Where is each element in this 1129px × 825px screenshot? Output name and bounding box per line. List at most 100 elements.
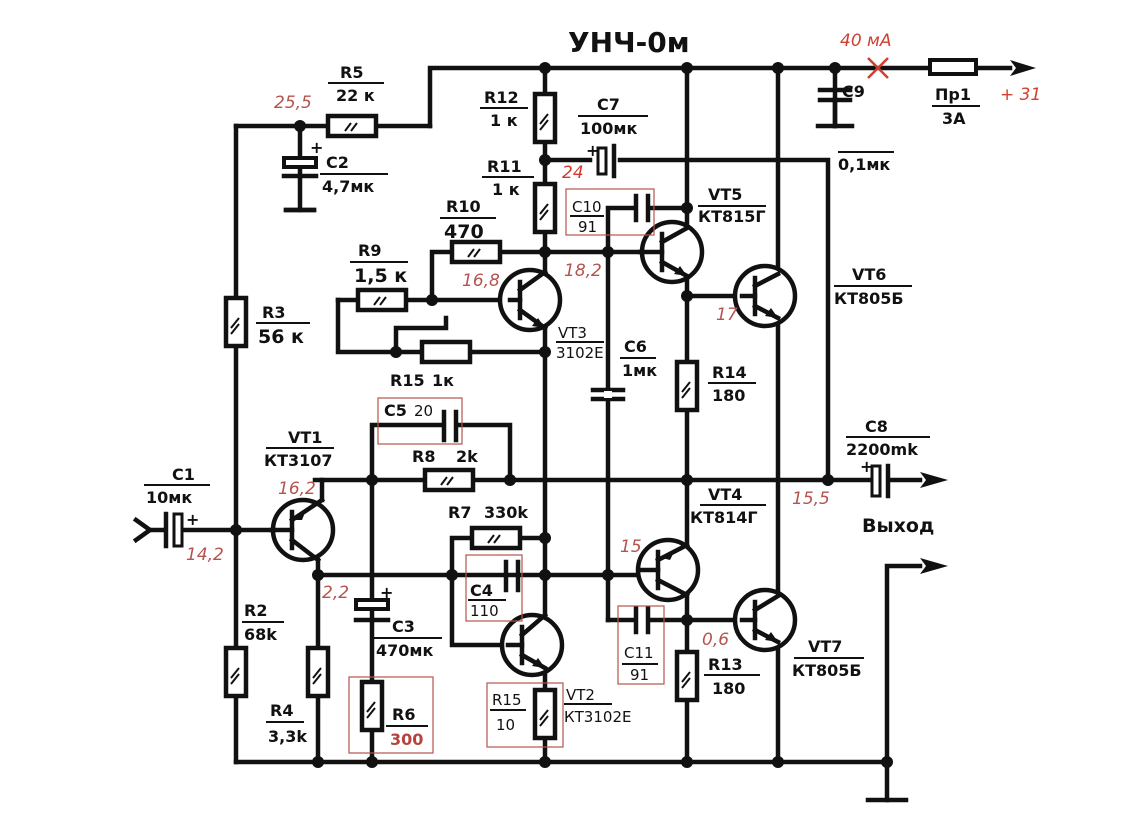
resistor-r3	[223, 295, 249, 349]
capacitor-c8: +	[860, 457, 891, 499]
label-r9-name: R9	[358, 241, 381, 260]
label-r14-name: R14	[712, 363, 747, 382]
label-c11-value: 91	[630, 666, 649, 684]
label-r5-name: R5	[340, 63, 363, 82]
voltage-r5-node: 25,5	[274, 93, 312, 113]
label-c2-value: 4,7мк	[322, 177, 374, 196]
label-vt4-name: VT4	[708, 485, 742, 504]
resistor-r8	[422, 467, 476, 493]
label-r12-name: R12	[484, 88, 519, 107]
ground-output-arrow-icon[interactable]	[920, 558, 948, 574]
label-vt7-value: КТ805Б	[792, 661, 862, 680]
label-r13-name: R13	[708, 655, 743, 674]
resistor-r7	[469, 525, 523, 551]
label-fuse-value: 3А	[942, 109, 966, 128]
label-c9-value: 0,1мк	[838, 155, 890, 174]
label-r8-name: R8	[412, 447, 435, 466]
capacitor-c11	[633, 605, 651, 635]
highlight-r15	[486, 682, 564, 748]
output-arrow-icon[interactable]	[920, 472, 948, 488]
output-label: Выход	[862, 515, 934, 537]
label-r13-value: 180	[712, 679, 745, 698]
label-c7-value: 100мк	[580, 119, 637, 138]
capacitor-c2: +	[281, 138, 323, 213]
label-r9-value: 1,5 к	[354, 265, 407, 287]
supply-current: 40 мА	[840, 31, 892, 51]
capacitor-c4	[503, 559, 521, 593]
wire-ground-out	[884, 563, 923, 803]
label-r15-value: 10	[496, 716, 515, 734]
voltage-vt7-base: 0,6	[702, 630, 729, 650]
label-c4-name: C4	[470, 581, 493, 600]
label-r14-value: 180	[712, 386, 745, 405]
highlight-c5	[377, 397, 463, 445]
label-r5-value: 22 к	[336, 86, 375, 105]
label-c5-value: 20	[414, 402, 433, 420]
svg-text:+: +	[310, 138, 323, 157]
label-r3-name: R3	[262, 303, 285, 322]
transistor-vt2	[499, 611, 565, 678]
label-r7-value: 330k	[484, 503, 528, 522]
label-c6-value: 1мк	[622, 361, 657, 380]
schematic-title: УНЧ-0м	[568, 26, 690, 59]
input-connector-icon[interactable]	[132, 516, 154, 544]
transistor-vt3	[497, 267, 563, 333]
capacitor-c9	[815, 87, 855, 129]
label-r3-value: 56 к	[258, 326, 304, 348]
label-c10-name: C10	[572, 198, 602, 216]
resistor-r14	[674, 359, 700, 413]
label-r6-value: 300	[390, 730, 423, 749]
fuse-pr1	[928, 58, 978, 76]
wire-c7-out	[617, 157, 831, 483]
label-r4-name: R4	[270, 701, 293, 720]
voltage-vt3-base: 16,8	[462, 271, 500, 291]
labels: R5 22 к C2 4,7мк R12 1 к C7 100мк R11 1 …	[144, 63, 980, 749]
label-r6-name: R6	[392, 705, 415, 724]
resistor-r2	[223, 645, 249, 699]
capacitor-c3: +	[353, 583, 393, 623]
svg-text:+: +	[860, 457, 873, 476]
voltage-vt6-base: 17	[716, 305, 738, 325]
label-c9-name: C9	[842, 82, 865, 101]
capacitor-c7: +	[586, 141, 617, 179]
label-c3-value: 470мк	[376, 641, 433, 660]
label-r8-value: 2k	[456, 447, 478, 466]
wire-c5	[369, 422, 443, 483]
highlight-c11	[617, 605, 665, 685]
capacitor-c5	[441, 409, 459, 443]
label-c2-name: C2	[326, 153, 349, 172]
svg-text:+: +	[380, 583, 393, 602]
label-r15-name: R15	[492, 691, 522, 709]
label-vt5-name: VT5	[708, 185, 742, 204]
label-vt6-value: КТ805Б	[834, 289, 904, 308]
wire-pot-wiper	[393, 315, 449, 355]
label-pot-name: R15	[390, 371, 425, 390]
voltage-annotations: 25,5 24 16,8 18,2 17 16,2 14,2 2,2 15 15…	[186, 93, 830, 650]
junctions	[230, 62, 893, 768]
transistor-vt4	[635, 537, 701, 603]
label-c6-name: C6	[624, 337, 647, 356]
svg-text:+: +	[186, 510, 199, 529]
label-c10-value: 91	[578, 218, 597, 236]
label-c5-name: C5	[384, 401, 407, 420]
highlight-c4	[465, 554, 523, 622]
resistor-r15-emitter	[532, 687, 558, 741]
voltage-vt1-collector: 2,2	[322, 583, 349, 603]
label-vt6-name: VT6	[852, 265, 886, 284]
highlight-c10	[565, 188, 655, 236]
label-r7-name: R7	[448, 503, 471, 522]
voltage-vt4-base: 15	[620, 537, 642, 557]
potentiometer-r15[interactable]	[419, 339, 473, 365]
capacitor-c1: +	[163, 510, 199, 549]
capacitor-c6	[590, 387, 626, 402]
label-fuse-name: Пр1	[935, 85, 971, 104]
voltage-c7-node: 24	[562, 163, 584, 183]
label-r11-value: 1 к	[492, 180, 520, 199]
resistor-r9	[355, 287, 409, 313]
label-vt2-name: VT2	[566, 686, 595, 704]
label-c8-value: 2200mk	[846, 440, 918, 459]
highlight-r6	[348, 676, 434, 754]
label-r11-name: R11	[487, 157, 522, 176]
label-r4-value: 3,3k	[268, 727, 307, 746]
resistor-r6	[359, 679, 385, 733]
